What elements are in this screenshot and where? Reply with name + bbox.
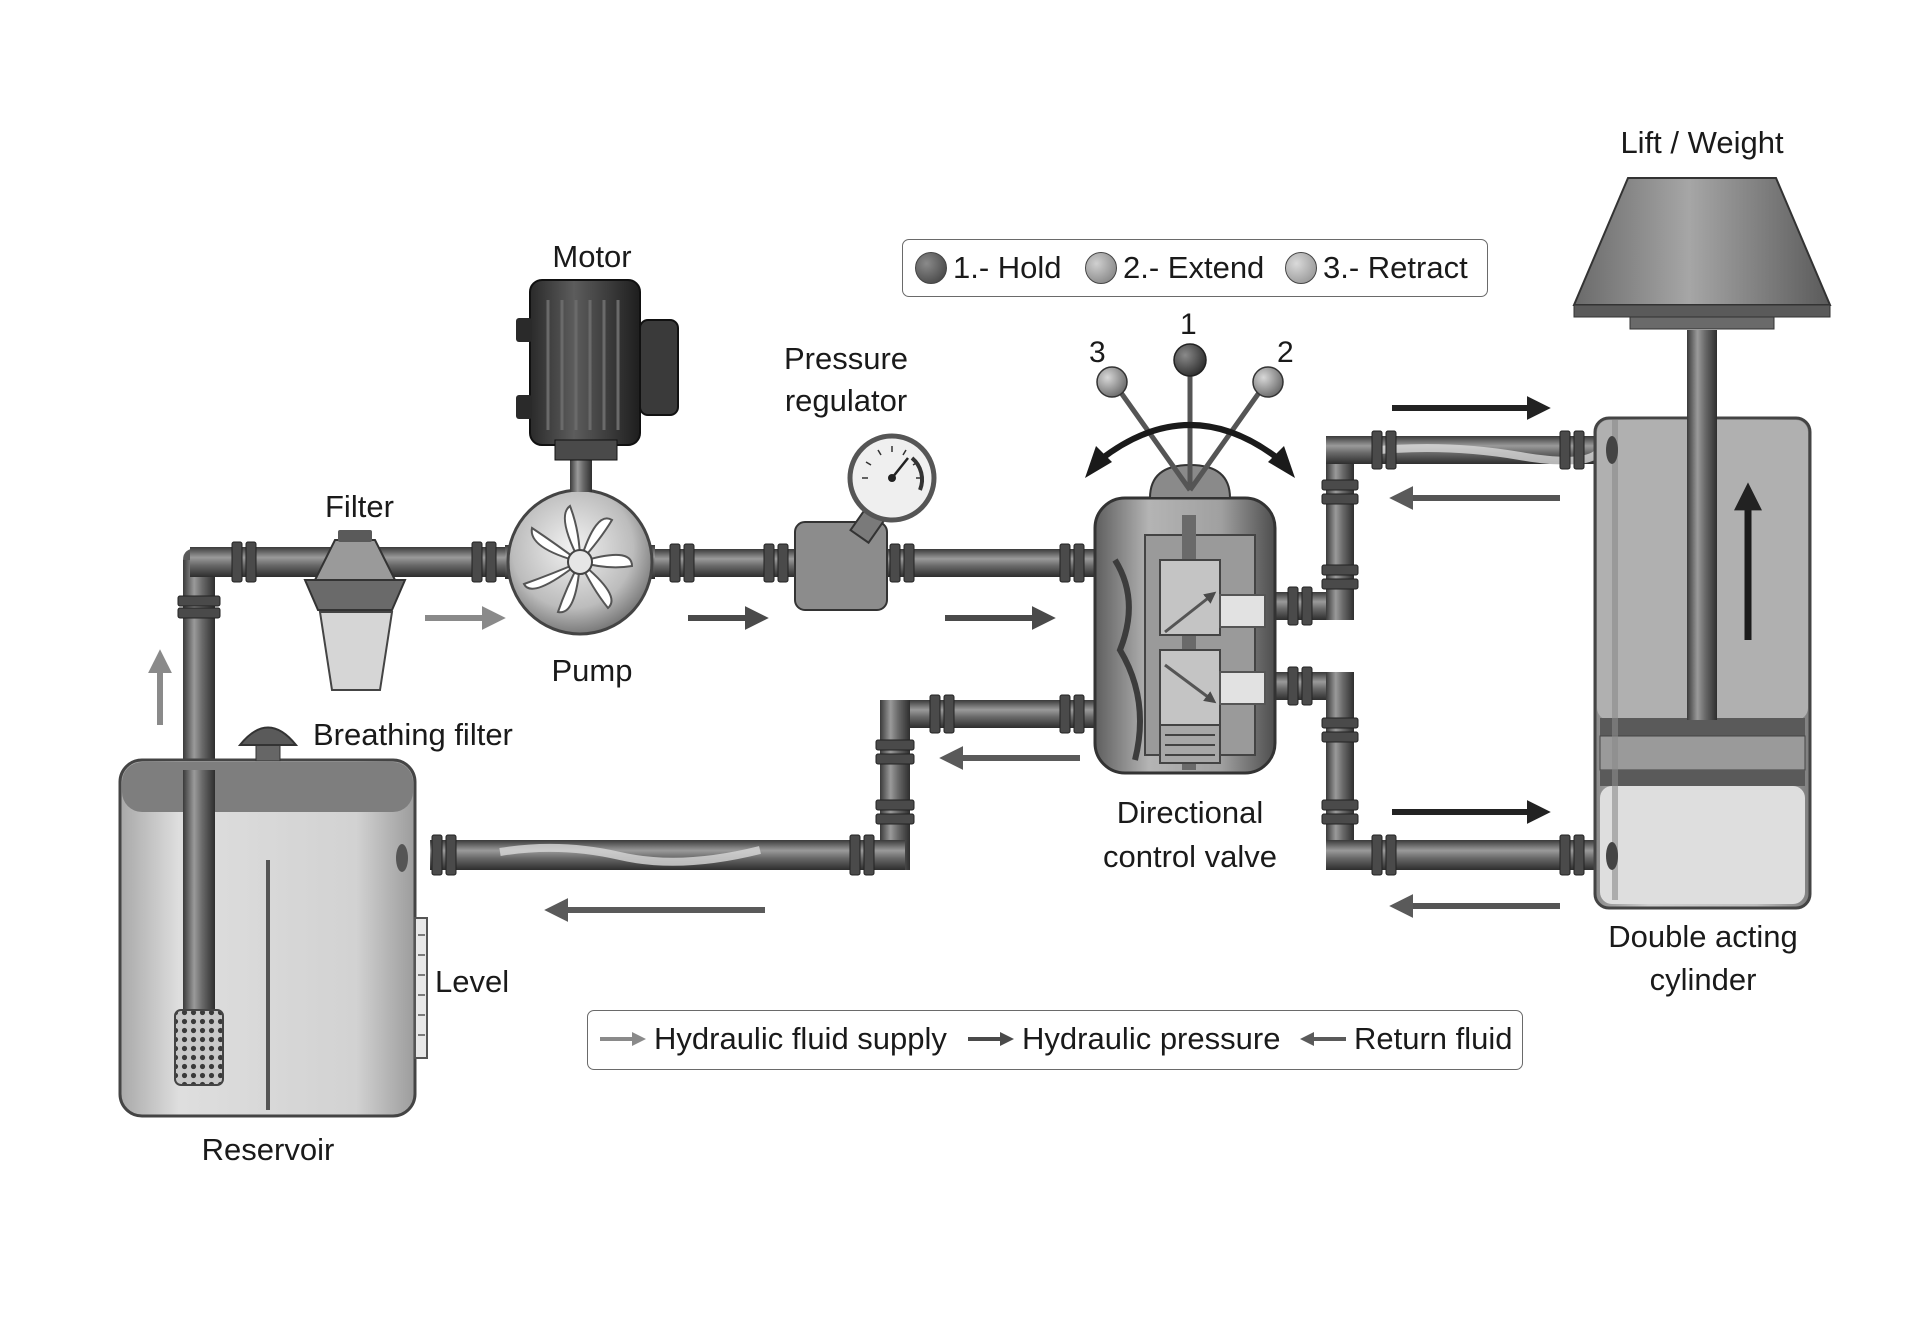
supply-arrow-icon xyxy=(600,1032,646,1046)
cylinder-label-line2: cylinder xyxy=(1649,962,1757,997)
legend-extend-label: 2.- Extend xyxy=(1123,250,1265,285)
pressure-regulator-label-line1: Pressure xyxy=(783,341,909,376)
hold-dot-icon xyxy=(915,252,947,284)
lever-icon xyxy=(1085,343,1295,499)
reservoir-label: Reservoir xyxy=(201,1132,335,1167)
pipe-network xyxy=(177,430,1616,876)
pressure-regulator-label-line2: regulator xyxy=(784,383,908,418)
motor-icon xyxy=(516,279,679,461)
flow-legend: Hydraulic fluid supply Hydraulic pressur… xyxy=(587,1010,1523,1070)
valve-position-legend: 1.- Hold 2.- Extend 3.- Retract xyxy=(902,239,1488,297)
breathing-filter-label: Breathing filter xyxy=(313,717,513,752)
legend-pressure: Hydraulic pressure xyxy=(966,1011,1280,1067)
directional-valve-label-line2: control valve xyxy=(1102,839,1278,874)
level-gauge-icon xyxy=(414,917,428,1059)
retract-dot-icon xyxy=(1285,252,1317,284)
legend-hold: 1.- Hold xyxy=(915,240,1062,296)
legend-supply-label: Hydraulic fluid supply xyxy=(654,1021,947,1056)
cylinder-icon xyxy=(1593,330,1812,910)
directional-valve-label-line1: Directional xyxy=(1116,795,1264,830)
lift-weight-label: Lift / Weight xyxy=(1620,125,1784,160)
motor-label: Motor xyxy=(552,239,632,274)
lever-position-1-label: 1 xyxy=(1180,308,1197,341)
legend-retract-label: 3.- Retract xyxy=(1323,250,1468,285)
pressure-gauge-icon xyxy=(794,433,937,611)
weight-icon xyxy=(1572,177,1832,330)
pump-label: Pump xyxy=(551,653,633,688)
legend-retract: 3.- Retract xyxy=(1285,240,1468,296)
extend-dot-icon xyxy=(1085,252,1117,284)
legend-return: Return fluid xyxy=(1298,1011,1513,1067)
return-arrow-icon xyxy=(1300,1032,1346,1046)
legend-hold-label: 1.- Hold xyxy=(953,250,1062,285)
legend-return-label: Return fluid xyxy=(1354,1021,1513,1056)
legend-supply: Hydraulic fluid supply xyxy=(598,1011,947,1067)
filter-icon xyxy=(303,530,407,691)
pump-impeller-icon xyxy=(505,458,655,636)
lever-position-3-label: 3 xyxy=(1089,336,1106,369)
level-label: Level xyxy=(435,964,510,999)
legend-extend: 2.- Extend xyxy=(1085,240,1264,296)
pressure-arrow-icon xyxy=(968,1032,1014,1046)
legend-pressure-label: Hydraulic pressure xyxy=(1022,1021,1281,1056)
control-valve-icon xyxy=(1093,483,1277,775)
lever-position-2-label: 2 xyxy=(1277,336,1294,369)
breathing-filter-icon xyxy=(237,726,299,762)
cylinder-label-line1: Double acting xyxy=(1608,919,1798,954)
filter-label: Filter xyxy=(325,489,394,524)
flow-arrows xyxy=(148,396,1762,922)
reservoir-tank-icon xyxy=(118,758,417,1118)
